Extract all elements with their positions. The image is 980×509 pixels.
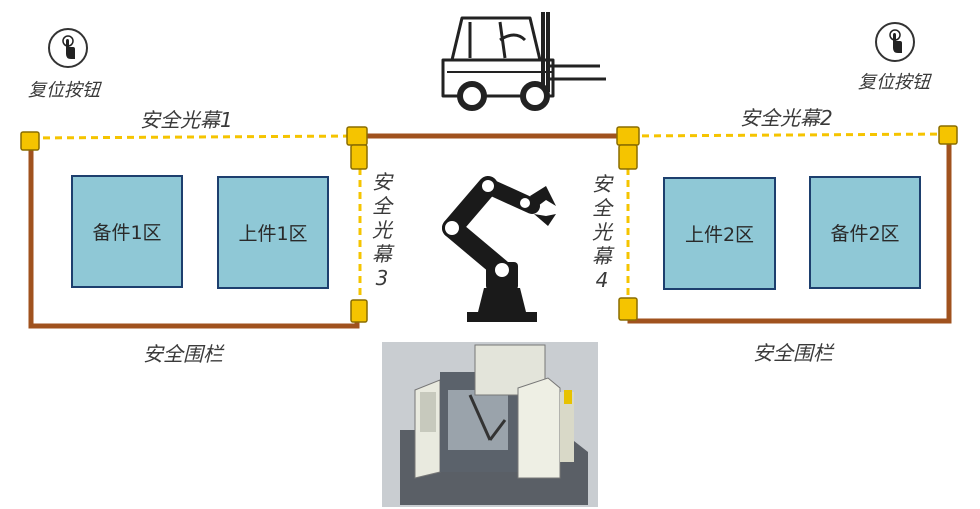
zone-label: 上件2区 bbox=[684, 224, 755, 246]
robot-arm-icon bbox=[442, 176, 556, 322]
curtain-post bbox=[616, 126, 640, 146]
curtain-post bbox=[618, 144, 638, 170]
reset-button-left-label: 复位按钮 bbox=[28, 80, 100, 101]
reset-button-right[interactable] bbox=[875, 22, 915, 62]
zone-spare-1: 备件1区 bbox=[71, 175, 183, 288]
light-curtain-1-label: 安全光幕1 bbox=[140, 108, 233, 132]
curtain-post bbox=[938, 125, 958, 145]
light-curtain-1-line bbox=[30, 134, 358, 140]
zone-loading-1: 上件1区 bbox=[217, 176, 329, 289]
light-curtain-2-label: 安全光幕2 bbox=[740, 106, 833, 130]
hand-press-icon bbox=[889, 29, 902, 53]
curtain-post bbox=[350, 299, 368, 323]
light-curtain-2-line bbox=[629, 132, 950, 138]
zone-spare-2: 备件2区 bbox=[809, 176, 921, 289]
zone-label: 上件1区 bbox=[238, 223, 308, 245]
fence-left-label: 安全围栏 bbox=[143, 342, 223, 366]
curtain-post bbox=[350, 144, 368, 170]
light-curtain-3-label: 安 全 光 幕 3 bbox=[372, 170, 392, 290]
reset-button-left[interactable] bbox=[48, 28, 88, 68]
machining-center-image bbox=[382, 342, 598, 507]
fence-right-label: 安全围栏 bbox=[753, 341, 833, 365]
zone-label: 备件1区 bbox=[92, 222, 162, 244]
curtain-post bbox=[618, 297, 638, 321]
reset-button-right-label: 复位按钮 bbox=[858, 72, 930, 93]
hand-press-icon bbox=[62, 35, 75, 59]
curtain-post bbox=[346, 126, 368, 146]
light-curtain-4-label: 安 全 光 幕 4 bbox=[592, 172, 612, 292]
zone-label: 备件2区 bbox=[830, 223, 900, 245]
forklift-icon bbox=[441, 12, 606, 111]
curtain-post bbox=[20, 131, 40, 151]
zone-loading-2: 上件2区 bbox=[663, 177, 776, 290]
